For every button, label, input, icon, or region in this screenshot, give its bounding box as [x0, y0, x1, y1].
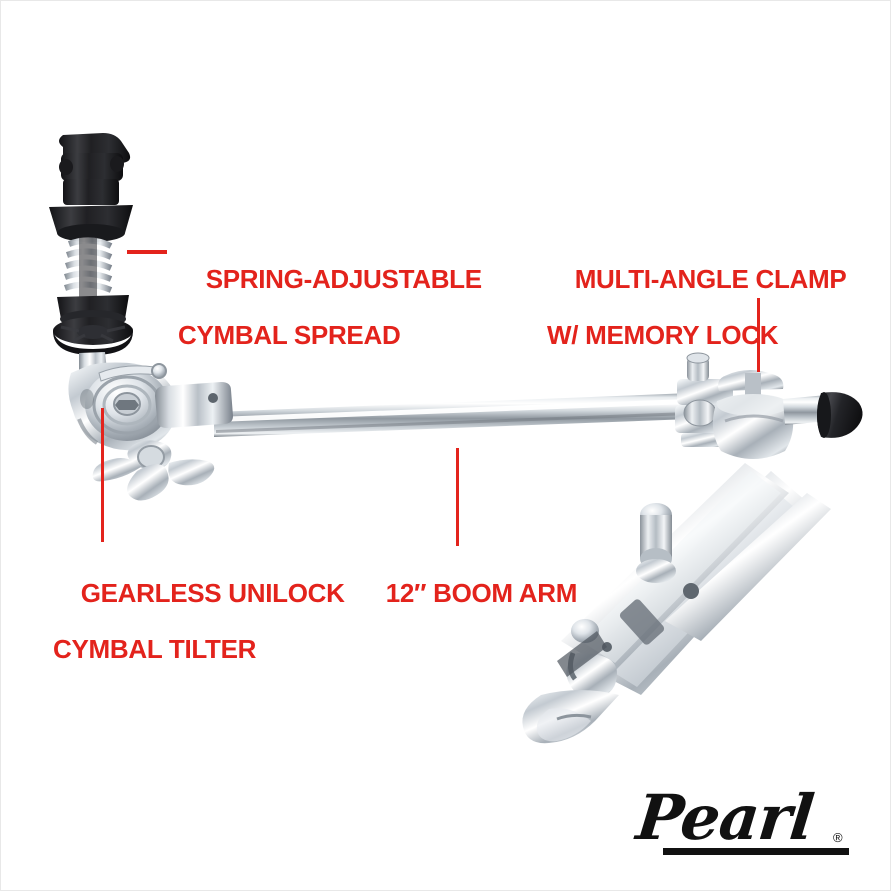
clamp-jaw-group	[522, 463, 831, 744]
multi-angle-clamp-group	[712, 370, 863, 459]
leader-line-boom	[456, 448, 459, 546]
boom-rod-group	[214, 393, 691, 437]
callout-clamp-line2: W/ MEMORY LOCK	[547, 320, 779, 350]
callout-boom-line1: 12″ BOOM ARM	[385, 578, 578, 608]
pearl-logo-underline	[663, 848, 849, 855]
callout-tilter-line1: GEARLESS UNILOCK	[80, 578, 345, 608]
callout-multi-angle-clamp: MULTI-ANGLE CLAMP W/ MEMORY LOCK	[547, 237, 847, 405]
callout-gearless-unilock-cymbal-tilter: GEARLESS UNILOCK CYMBAL TILTER	[53, 551, 345, 719]
leader-line-tilter	[101, 408, 104, 542]
callout-spring-line1: SPRING-ADJUSTABLE	[205, 264, 482, 294]
callout-spring-line2: CYMBAL SPREAD	[178, 320, 401, 350]
leader-line-spring	[127, 250, 167, 254]
cymbal-mount-group	[49, 133, 133, 355]
callout-spring-adjustable-cymbal-spread: SPRING-ADJUSTABLE CYMBAL SPREAD	[178, 237, 482, 405]
callout-tilter-line2: CYMBAL TILTER	[53, 634, 257, 664]
registered-trademark-icon: ®	[833, 830, 843, 845]
pearl-logo-wordmark: Pearl	[633, 781, 817, 854]
pearl-logo: Pearl ®	[633, 781, 867, 868]
gearless-tilter-group	[68, 352, 233, 501]
tilter-wing-screw	[92, 440, 215, 501]
leader-line-clamp	[757, 298, 760, 372]
callout-clamp-line1: MULTI-ANGLE CLAMP	[574, 264, 847, 294]
callout-boom-arm: 12″ BOOM ARM	[358, 551, 578, 635]
clamp-thumbscrew	[636, 503, 676, 583]
